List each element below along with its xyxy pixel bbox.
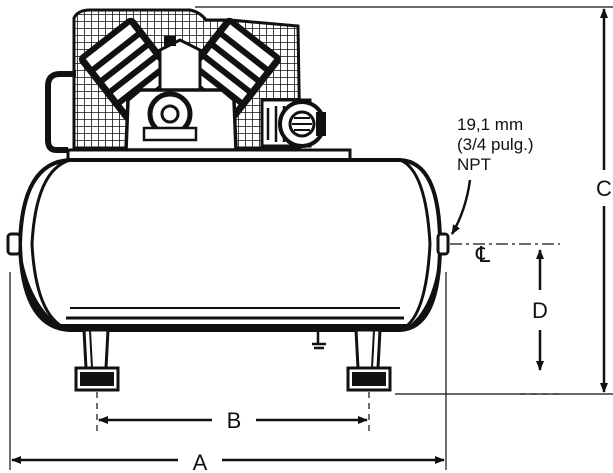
tank-feet: [74, 328, 392, 392]
left-end-fitting: [6, 232, 22, 256]
outlet-size-inch: (3/4 pulg.): [457, 135, 534, 154]
dimension-b-label: B: [227, 408, 242, 433]
dimension-c-label: C: [596, 176, 612, 201]
dimension-a-label: A: [193, 450, 208, 473]
outlet-leader-arrow: [450, 179, 472, 235]
outlet-fitting: [436, 232, 450, 256]
dimension-d-label: D: [532, 298, 548, 323]
centerline-symbol: ℄: [475, 243, 491, 268]
drain-valve: [312, 332, 326, 350]
dimension-lines: [9, 6, 613, 470]
electric-motor: [260, 98, 326, 148]
handle-bar: [45, 71, 76, 153]
outlet-thread-type: NPT: [457, 155, 491, 174]
compressor-assembly: [45, 8, 326, 153]
labels: 19,1 mm (3/4 pulg.) NPT ℄ A B C D: [193, 115, 612, 473]
air-tank: [6, 158, 450, 350]
outlet-size-mm: 19,1 mm: [457, 115, 523, 134]
